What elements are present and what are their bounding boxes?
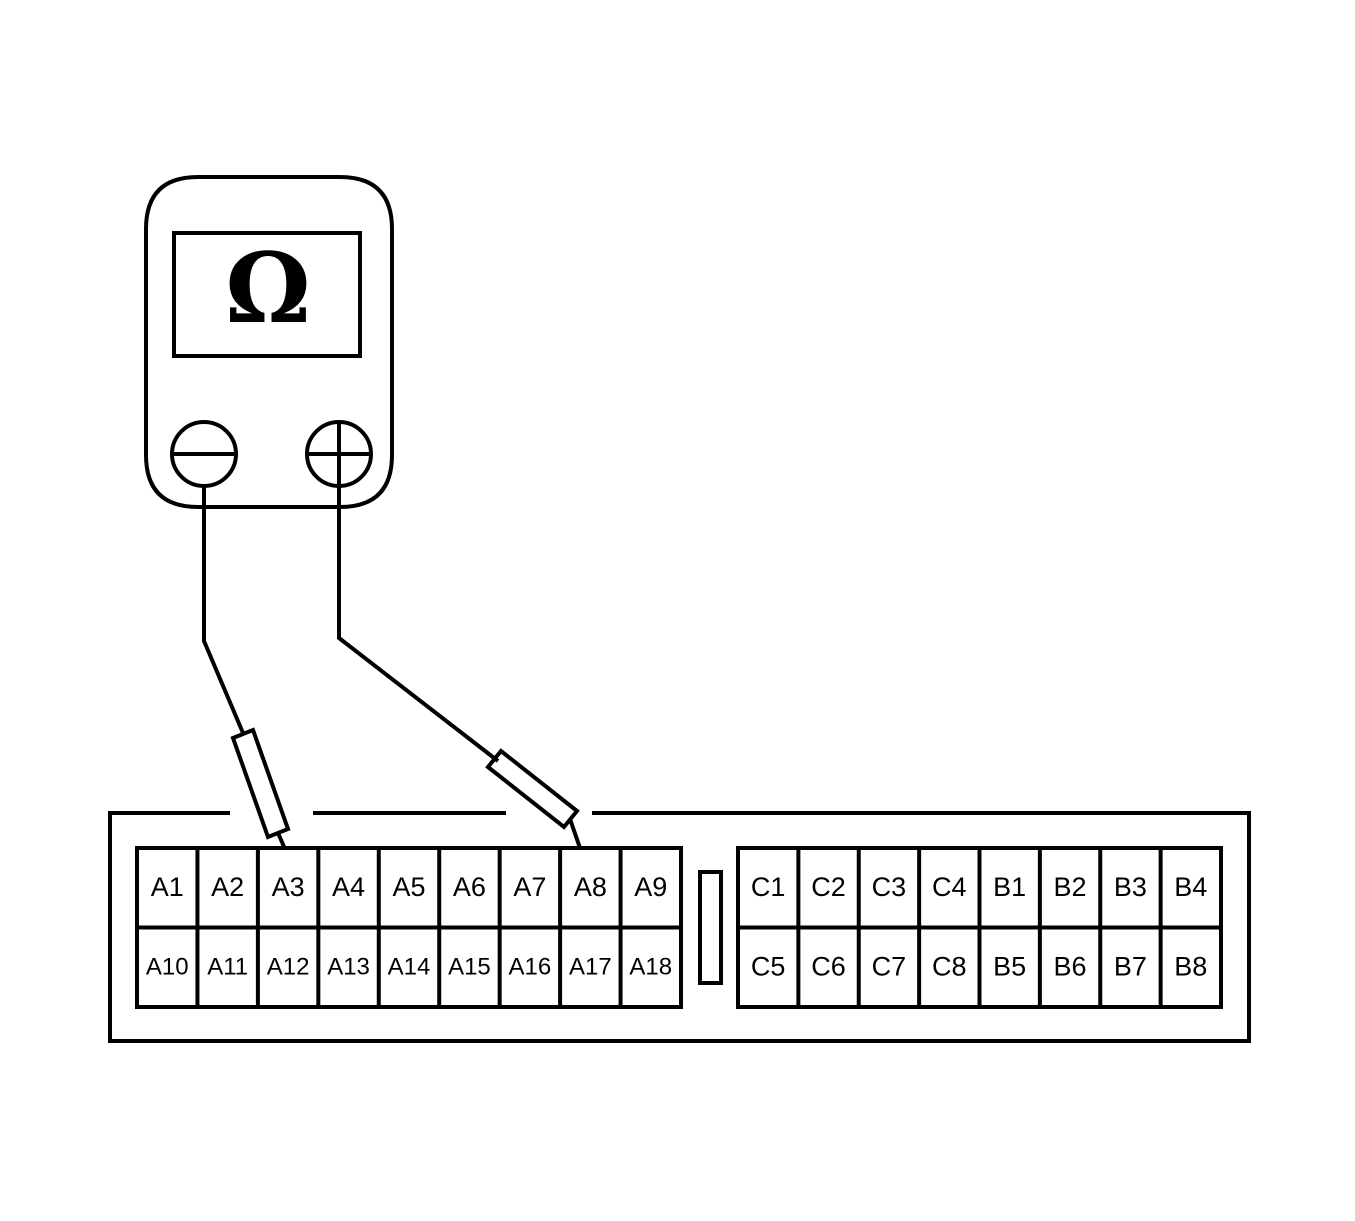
pin-c5[interactable]: C5 <box>751 951 786 981</box>
pin-a10[interactable]: A10 <box>146 954 189 981</box>
connector-housing <box>108 811 1251 1043</box>
negative-probe-tip[interactable] <box>230 727 291 840</box>
pin-a1[interactable]: A1 <box>151 872 184 902</box>
pin-a9[interactable]: A9 <box>634 872 667 902</box>
pin-a12[interactable]: A12 <box>267 954 310 981</box>
pin-c1[interactable]: C1 <box>751 872 786 902</box>
pin-c4[interactable]: C4 <box>932 872 967 902</box>
pin-b5[interactable]: B5 <box>993 951 1026 981</box>
negative-terminal[interactable] <box>170 420 238 488</box>
pin-a2[interactable]: A2 <box>211 872 244 902</box>
positive-terminal[interactable] <box>305 420 373 488</box>
pin-a4[interactable]: A4 <box>332 872 365 902</box>
pin-a11[interactable]: A11 <box>207 954 248 981</box>
pin-a17[interactable]: A17 <box>569 954 612 981</box>
pin-c6[interactable]: C6 <box>811 951 846 981</box>
pin-a8[interactable]: A8 <box>574 872 607 902</box>
pin-b2[interactable]: B2 <box>1054 872 1087 902</box>
pin-c7[interactable]: C7 <box>872 951 907 981</box>
pin-a5[interactable]: A5 <box>392 872 425 902</box>
pin-a14[interactable]: A14 <box>388 954 431 981</box>
ohm-symbol: Ω <box>225 232 310 345</box>
negative-probe <box>202 486 291 850</box>
positive-probe-tip[interactable] <box>485 748 580 830</box>
positive-probe-lead <box>337 486 500 763</box>
pin-b1[interactable]: B1 <box>993 872 1026 902</box>
pin-b6[interactable]: B6 <box>1054 951 1087 981</box>
negative-probe-lead <box>202 486 245 734</box>
positive-probe <box>337 486 582 849</box>
pin-c2[interactable]: C2 <box>811 872 846 902</box>
pin-a15[interactable]: A15 <box>448 954 491 981</box>
center-key <box>698 870 723 985</box>
pin-a13[interactable]: A13 <box>327 954 370 981</box>
pin-a16[interactable]: A16 <box>509 954 552 981</box>
pin-c3[interactable]: C3 <box>872 872 907 902</box>
pin-b4[interactable]: B4 <box>1174 872 1207 902</box>
pin-a3[interactable]: A3 <box>272 872 305 902</box>
positive-probe-pin <box>568 818 582 849</box>
pin-b7[interactable]: B7 <box>1114 951 1147 981</box>
ohmmeter: Ω <box>144 175 394 509</box>
pin-b8[interactable]: B8 <box>1174 951 1207 981</box>
pin-c8[interactable]: C8 <box>932 951 967 981</box>
pin-a18[interactable]: A18 <box>629 954 672 981</box>
pin-a7[interactable]: A7 <box>513 872 546 902</box>
pin-a6[interactable]: A6 <box>453 872 486 902</box>
ohmmeter-display <box>172 231 362 358</box>
pin-b3[interactable]: B3 <box>1114 872 1147 902</box>
